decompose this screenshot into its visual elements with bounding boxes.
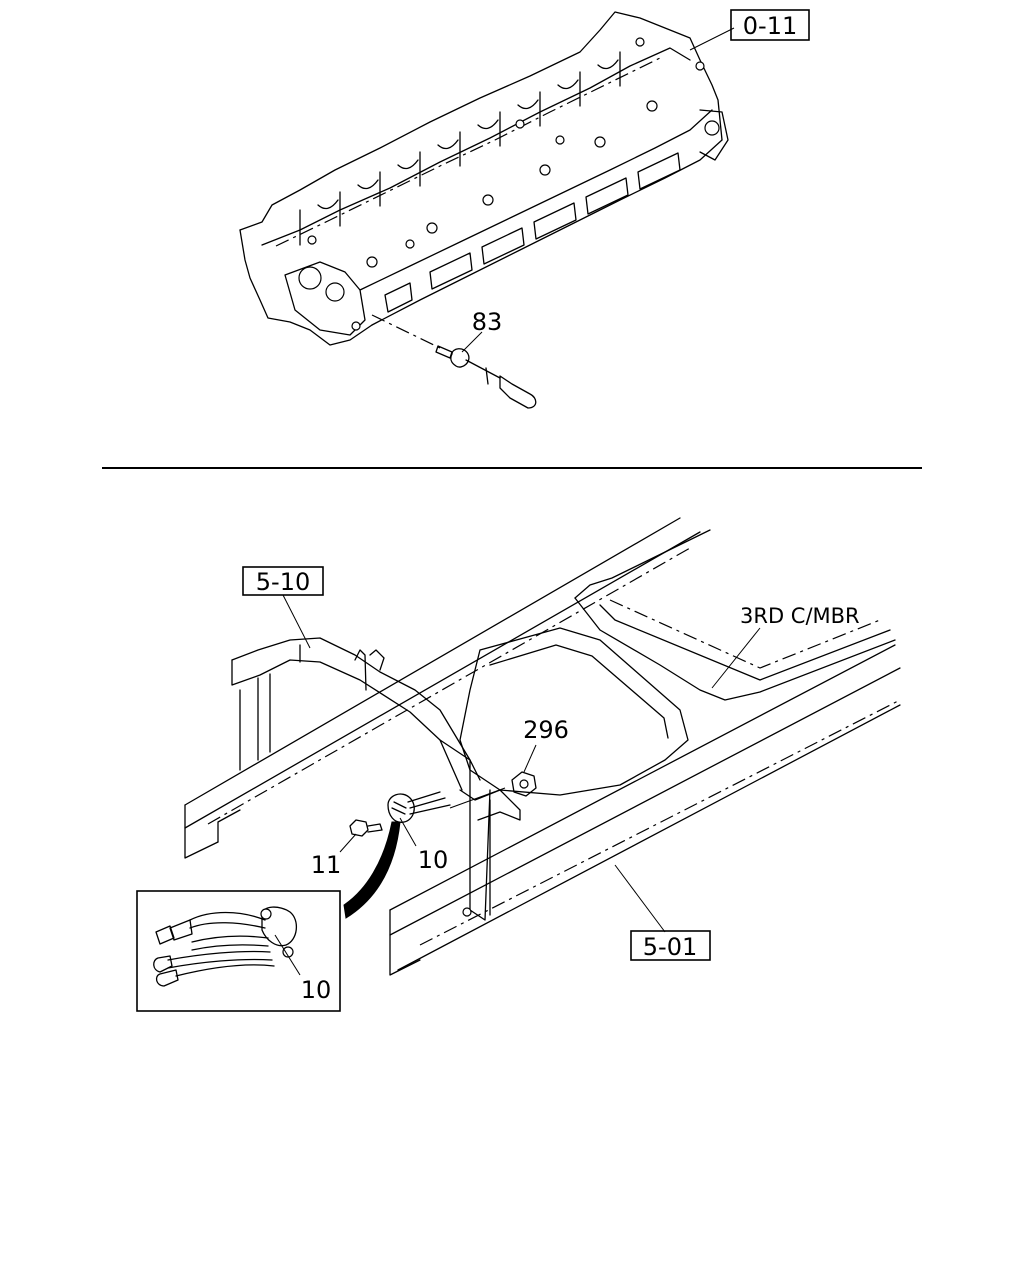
inset-part-label-10: 10 — [301, 976, 332, 1004]
ref-box-5-10 — [242, 566, 324, 596]
ref-box-0-11 — [730, 9, 810, 41]
part-label-83: 83 — [472, 308, 503, 336]
part-label-296: 296 — [523, 716, 569, 744]
cylinder-head-drawing — [239, 11, 735, 409]
ref-label-5-01: 5-01 — [643, 933, 697, 961]
part-label-11: 11 — [311, 851, 342, 879]
member-label-3rd-c-mbr: 3RD C/MBR — [740, 604, 860, 628]
ref-label-5-10: 5-10 — [256, 568, 310, 596]
inset-switch-drawing — [153, 906, 301, 987]
ref-label-0-11: 0-11 — [743, 12, 797, 40]
zoom-arrow — [343, 821, 401, 919]
chassis-frame-drawing — [184, 517, 901, 976]
ref-box-5-01 — [630, 930, 711, 961]
part-label-10: 10 — [418, 846, 449, 874]
inset-detail-box — [136, 890, 341, 1012]
